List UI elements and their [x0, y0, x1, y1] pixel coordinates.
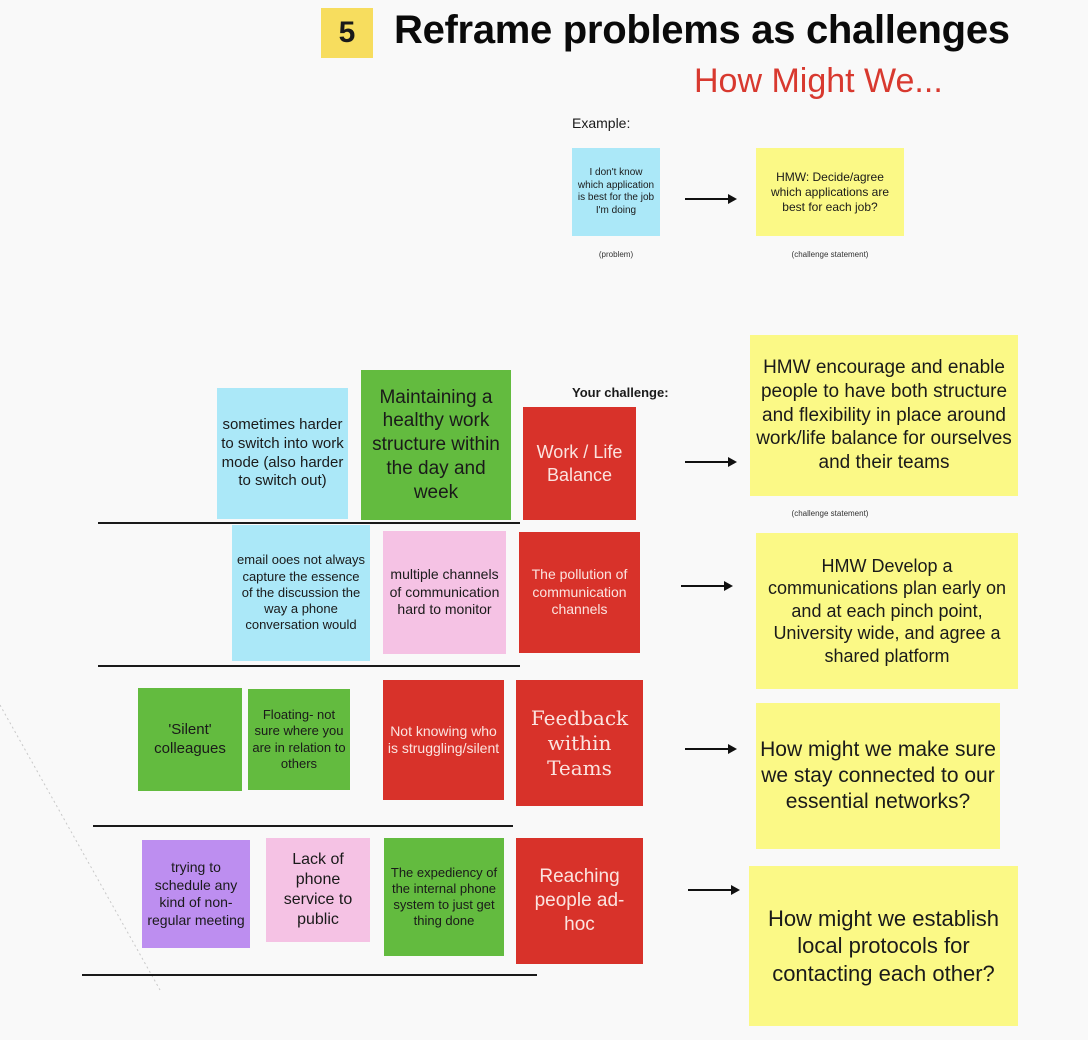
hmw-text: HMW Develop a communications plan early …: [767, 555, 1007, 666]
hmw-sticky[interactable]: HMW encourage and enable people to have …: [750, 335, 1018, 496]
sticky-text: email ooes not always capture the essenc…: [237, 552, 365, 633]
theme-sticky[interactable]: Reaching people ad-hoc: [516, 838, 643, 964]
your-challenge-label: Your challenge:: [572, 385, 669, 400]
example-label: Example:: [572, 115, 631, 131]
sticky-text: multiple channels of communication hard …: [389, 566, 500, 618]
step-badge: 5: [321, 8, 373, 58]
theme-text: Feedback within Teams: [530, 705, 629, 780]
hmw-sticky[interactable]: How might we make sure we stay connected…: [756, 703, 1000, 849]
challenge-caption: (challenge statement): [791, 509, 869, 518]
theme-text: Reaching people ad-hoc: [534, 866, 625, 935]
sticky-text: Not knowing who is struggling/silent: [387, 722, 500, 757]
problem-sticky[interactable]: email ooes not always capture the essenc…: [232, 525, 370, 661]
example-challenge-text: HMW: Decide/agree which applications are…: [770, 169, 890, 214]
hmw-sticky[interactable]: How might we establish local protocols f…: [749, 866, 1018, 1026]
example-problem-sticky: I don't know which application is best f…: [572, 148, 660, 236]
example-arrow-icon: [685, 194, 737, 204]
example-problem-caption: (problem): [598, 250, 634, 259]
problem-sticky[interactable]: multiple channels of communication hard …: [383, 531, 506, 654]
sticky-text: sometimes harder to switch into work mod…: [221, 416, 344, 490]
theme-sticky[interactable]: Work / Life Balance: [523, 407, 636, 520]
page-title: Reframe problems as challenges: [394, 8, 1010, 52]
arrow-icon: [685, 744, 737, 754]
sticky-text: Maintaining a healthy work structure wit…: [372, 386, 500, 503]
sticky-text: The expediency of the internal phone sys…: [390, 864, 498, 929]
row-divider: [93, 825, 513, 827]
problem-sticky[interactable]: 'Silent' colleagues: [138, 688, 242, 791]
example-challenge-caption: (challenge statement): [791, 250, 869, 259]
row-divider: [82, 974, 537, 976]
row-divider: [98, 522, 520, 524]
problem-sticky[interactable]: Not knowing who is struggling/silent: [383, 680, 504, 800]
problem-sticky[interactable]: trying to schedule any kind of non-regul…: [142, 840, 250, 948]
example-challenge-sticky: HMW: Decide/agree which applications are…: [756, 148, 904, 236]
sticky-text: trying to schedule any kind of non-regul…: [147, 859, 245, 928]
sticky-text: Floating- not sure where you are in rela…: [252, 707, 346, 771]
step-number: 5: [338, 16, 356, 49]
arrow-icon: [681, 581, 733, 591]
problem-sticky[interactable]: Floating- not sure where you are in rela…: [248, 689, 350, 790]
sticky-text: 'Silent' colleagues: [154, 720, 226, 757]
problem-sticky[interactable]: sometimes harder to switch into work mod…: [217, 388, 348, 519]
problem-sticky[interactable]: Lack of phone service to public: [266, 838, 370, 942]
theme-text: The pollution of communication channels: [531, 566, 628, 618]
problem-sticky[interactable]: The expediency of the internal phone sys…: [384, 838, 504, 956]
example-problem-text: I don't know which application is best f…: [577, 167, 655, 216]
hmw-text: HMW encourage and enable people to have …: [756, 357, 1012, 474]
page-subtitle: How Might We...: [694, 62, 943, 100]
theme-sticky[interactable]: Feedback within Teams: [516, 680, 643, 806]
hmw-sticky[interactable]: HMW Develop a communications plan early …: [756, 533, 1018, 689]
arrow-icon: [685, 457, 737, 467]
hmw-text: How might we establish local protocols f…: [767, 905, 1000, 986]
problem-sticky[interactable]: Maintaining a healthy work structure wit…: [361, 370, 511, 520]
hmw-text: How might we make sure we stay connected…: [760, 737, 996, 814]
theme-text: Work / Life Balance: [536, 442, 623, 485]
theme-sticky[interactable]: The pollution of communication channels: [519, 532, 640, 653]
sticky-text: Lack of phone service to public: [283, 851, 353, 928]
row-divider: [98, 665, 520, 667]
arrow-icon: [688, 885, 740, 895]
